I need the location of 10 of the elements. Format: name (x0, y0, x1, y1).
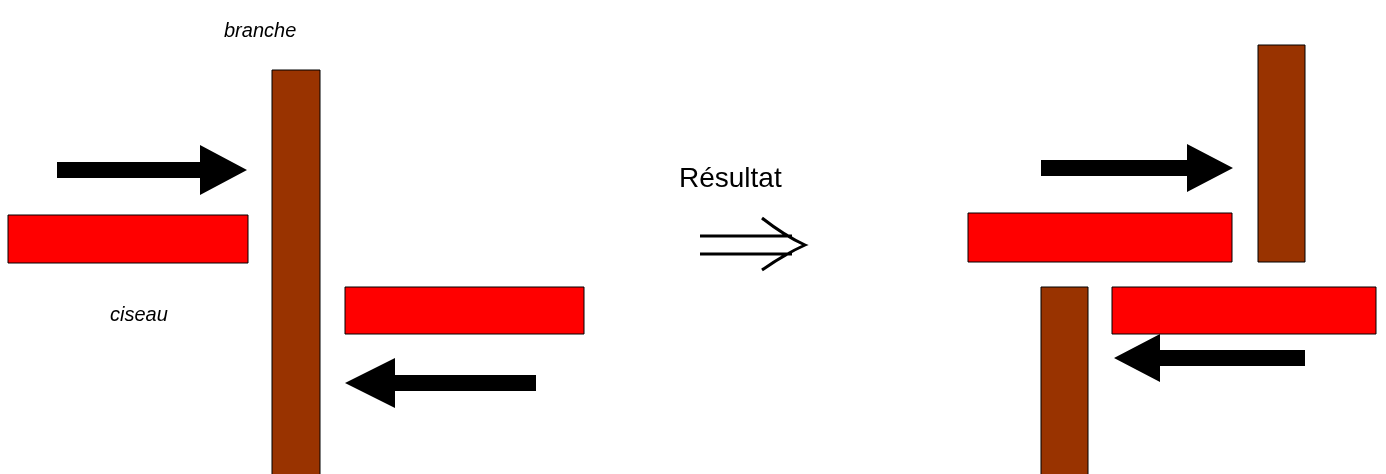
chisel-bar (1111, 286, 1377, 335)
chisel-bar (7, 214, 249, 264)
chisel-bar (344, 286, 585, 335)
result-label: Résultat (679, 164, 782, 192)
part-label: ciseau (110, 304, 168, 324)
chisel-bar (967, 212, 1233, 263)
branch-bar (271, 69, 321, 474)
part-label: branche (224, 20, 297, 40)
branch-bar (1257, 44, 1306, 263)
branch-bar (1040, 286, 1089, 474)
